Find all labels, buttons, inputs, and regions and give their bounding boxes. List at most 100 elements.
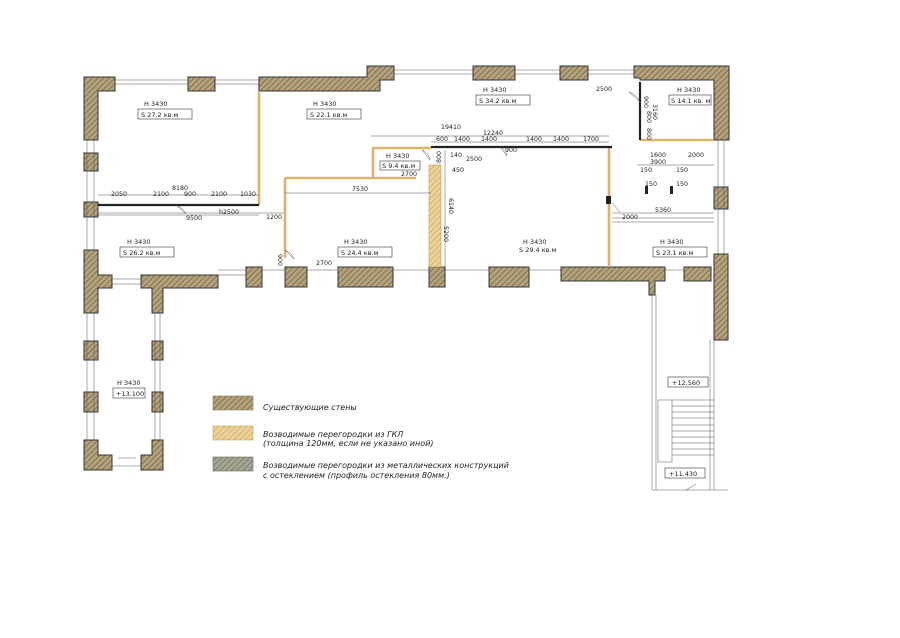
dim-5360: 5360 — [655, 207, 671, 214]
dim-2500: 2500 — [596, 86, 612, 93]
room-height: H 3430 — [144, 100, 168, 108]
dim-600: 600 — [436, 136, 448, 143]
existing-walls — [83, 65, 730, 471]
wall-pier — [337, 266, 394, 288]
dim-12240: 12240 — [483, 130, 503, 137]
dim-150: 150 — [676, 167, 688, 174]
room-area: S 9.4 кв.м — [382, 162, 415, 170]
wall-bottom-right — [560, 266, 666, 296]
room-r1: H 3430 S 27.2 кв.м — [137, 100, 193, 120]
room-r8: H 3430 S 29.4 кв.м — [519, 238, 557, 254]
dim-150: 150 — [645, 181, 657, 188]
dim-8180: 8180 — [172, 185, 188, 192]
wall-pier — [428, 266, 446, 288]
dim-2000: 2000 — [688, 152, 704, 159]
legend-swatch-gkl — [212, 425, 254, 441]
wall-pier — [83, 201, 99, 218]
wall-nw-corner — [83, 76, 116, 141]
wall-ne-corner — [633, 65, 730, 141]
room-height: H 3430 — [313, 100, 337, 108]
wall-wing-pier — [151, 391, 164, 413]
dim-900: 900 — [505, 147, 517, 154]
room-r10: H 3430 +13.100 — [112, 379, 146, 399]
dim-19410: 19410 — [441, 124, 461, 131]
doors — [175, 91, 641, 260]
wall-pier — [83, 152, 99, 172]
room-r2: H 3430 S 22.1 кв.м — [306, 100, 362, 120]
wall-wing-pier — [83, 340, 99, 361]
dim-6140: 6140 — [447, 198, 454, 214]
outline-lines — [86, 69, 728, 491]
dim-9500: 9500 — [186, 215, 202, 222]
legend-text-metal-note: с остеклением (профиль остекления 80мм.) — [263, 471, 450, 480]
dim-1400: 1400 — [526, 136, 542, 143]
dim-800: 800 — [645, 111, 652, 123]
room-height: H 3430 — [117, 379, 141, 387]
room-area: S 14.1 кв. м — [671, 97, 711, 105]
dim-900: 900 — [276, 254, 283, 266]
room-r3: H 3430 S 34.2 кв.м — [475, 86, 531, 106]
dim-2700: 2700 — [401, 171, 417, 178]
room-height: H 3430 — [344, 238, 368, 246]
room-area: S 26.2 кв.м — [123, 249, 161, 257]
room-area: S 27.2 кв.м — [141, 111, 179, 119]
legend: Существующие стены Возводимые перегородк… — [212, 395, 509, 480]
room-labels: H 3430 S 27.2 кв.м H 3430 S 22.1 кв.м H … — [112, 86, 712, 479]
wall-pier — [683, 266, 712, 282]
dim-2500: 2500 — [466, 156, 482, 163]
dim-1400: 1400 — [454, 136, 470, 143]
wall-wing-bottom-right — [140, 439, 164, 471]
room-height: H 3430 — [483, 86, 507, 94]
dim-140: 140 — [450, 152, 462, 159]
room-height: H 3430 — [660, 238, 684, 246]
wall-sw-corner — [83, 249, 113, 314]
level-bottom: +11.430 — [669, 470, 697, 478]
dimension-texts: 19410 12240 600 1400 1400 1400 1400 1700… — [111, 86, 704, 267]
gkl-partitions — [257, 91, 714, 268]
wall-east-column — [713, 253, 729, 341]
room-r4: H 3430 S 14.1 кв. м — [668, 86, 712, 106]
dim-1400: 1400 — [553, 136, 569, 143]
room-area: S 22.1 кв.м — [310, 111, 348, 119]
wall-pier — [472, 65, 516, 81]
wall-pier — [245, 266, 263, 288]
room-height: H 3430 — [677, 86, 701, 94]
room-height: H 3430 — [386, 152, 410, 160]
dim-450: 450 — [452, 167, 464, 174]
dim-3900: 3900 — [650, 159, 666, 166]
legend-text-existing: Существующие стены — [263, 403, 357, 412]
level-top: +12.560 — [672, 379, 700, 387]
dim-800: 800 — [645, 128, 652, 140]
wall-wing-pier — [151, 340, 164, 361]
room-level: +13.100 — [116, 390, 144, 398]
legend-text-gkl: Возводимые перегородки из ГКЛ — [263, 430, 403, 439]
room-area: S 23.1 кв.м — [656, 249, 694, 257]
dim-900: 900 — [184, 191, 196, 198]
room-r7: H 3430 S 24.4 кв.м — [337, 238, 393, 258]
dim-2050: 2050 — [111, 191, 127, 198]
room-area: S 29.4 кв.м — [519, 246, 557, 254]
legend-existing: Существующие стены — [212, 395, 357, 412]
wall-wing-bottom-left — [83, 439, 113, 471]
wall-pier — [559, 65, 589, 81]
room-r9: H 3430 S 23.1 кв.м — [652, 238, 708, 258]
wall-pier — [284, 266, 308, 288]
room-r6: H 3430 S 26.2 кв.м — [119, 238, 175, 258]
room-height: H 3430 — [523, 238, 547, 246]
dim-2100: 2100 — [211, 191, 227, 198]
dim-1400: 1400 — [481, 136, 497, 143]
room-r5: H 3430 S 9.4 кв.м — [379, 152, 421, 171]
dim-2700: 2700 — [316, 260, 332, 267]
dim-5200: 5200 — [442, 226, 449, 242]
room-height: H 3430 — [127, 238, 151, 246]
legend-text-gkl-note: (толщина 120мм, если не указано иной) — [263, 439, 433, 448]
dim-800: 800 — [436, 151, 443, 163]
wall-bottom — [140, 274, 219, 314]
dim-1200: 1200 — [266, 214, 282, 221]
wall-pier — [713, 186, 729, 210]
dim-150: 150 — [640, 167, 652, 174]
legend-swatch-existing — [212, 395, 254, 411]
dim-3160: 3160 — [651, 104, 658, 120]
dim-h2500: h2500 — [219, 209, 239, 216]
